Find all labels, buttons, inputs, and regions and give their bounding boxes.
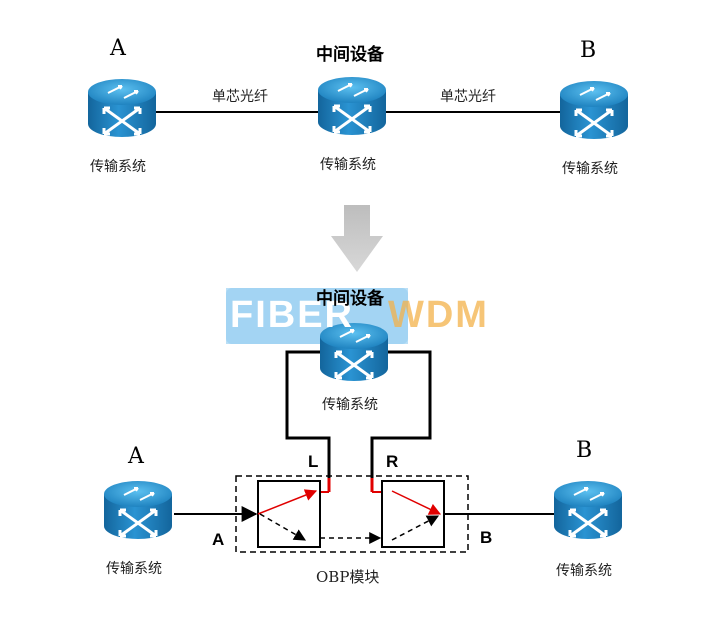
- top-device-mid-icon: [316, 75, 388, 137]
- port-a-label: A: [212, 530, 225, 549]
- bottom-sys-a-label: 传输系统: [106, 561, 162, 577]
- port-r-label: R: [386, 452, 399, 471]
- bottom-sys-mid-label: 传输系统: [322, 397, 378, 413]
- port-b-label: B: [480, 528, 493, 547]
- top-node-b-label: B: [580, 38, 597, 63]
- down-arrow-icon: [331, 205, 383, 272]
- obp-right-switch: [381, 480, 445, 548]
- loop-left-line: [285, 350, 331, 490]
- bottom-node-b-label: B: [576, 438, 593, 463]
- top-fiber-right-label: 单芯光纤: [440, 89, 496, 105]
- top-sys-a-label: 传输系统: [90, 159, 146, 175]
- watermark-wdm: WDM: [388, 294, 489, 336]
- top-fiber-left-label: 单芯光纤: [212, 89, 268, 105]
- bottom-device-a-icon: [102, 479, 174, 541]
- top-middle-title: 中间设备: [316, 45, 384, 65]
- loop-right-line: [370, 350, 432, 490]
- right-red-path: [391, 490, 442, 515]
- bottom-node-a-label: A: [128, 444, 144, 469]
- bottom-sys-b-label: 传输系统: [556, 563, 612, 579]
- top-sys-mid-label: 传输系统: [320, 157, 376, 173]
- obp-left-switch: [257, 480, 321, 548]
- top-node-a-label: A: [110, 36, 126, 61]
- bottom-device-b-icon: [552, 479, 624, 541]
- left-red-path: [257, 489, 318, 515]
- watermark-fiber: FIBER: [230, 294, 354, 336]
- top-sys-b-label: 传输系统: [562, 161, 618, 177]
- port-l-label: L: [308, 452, 319, 471]
- obp-module-label: OBP模块: [316, 568, 380, 586]
- bottom-middle-title: 中间设备: [316, 289, 384, 309]
- top-device-b-icon: [558, 79, 630, 141]
- top-device-a-icon: [86, 77, 158, 139]
